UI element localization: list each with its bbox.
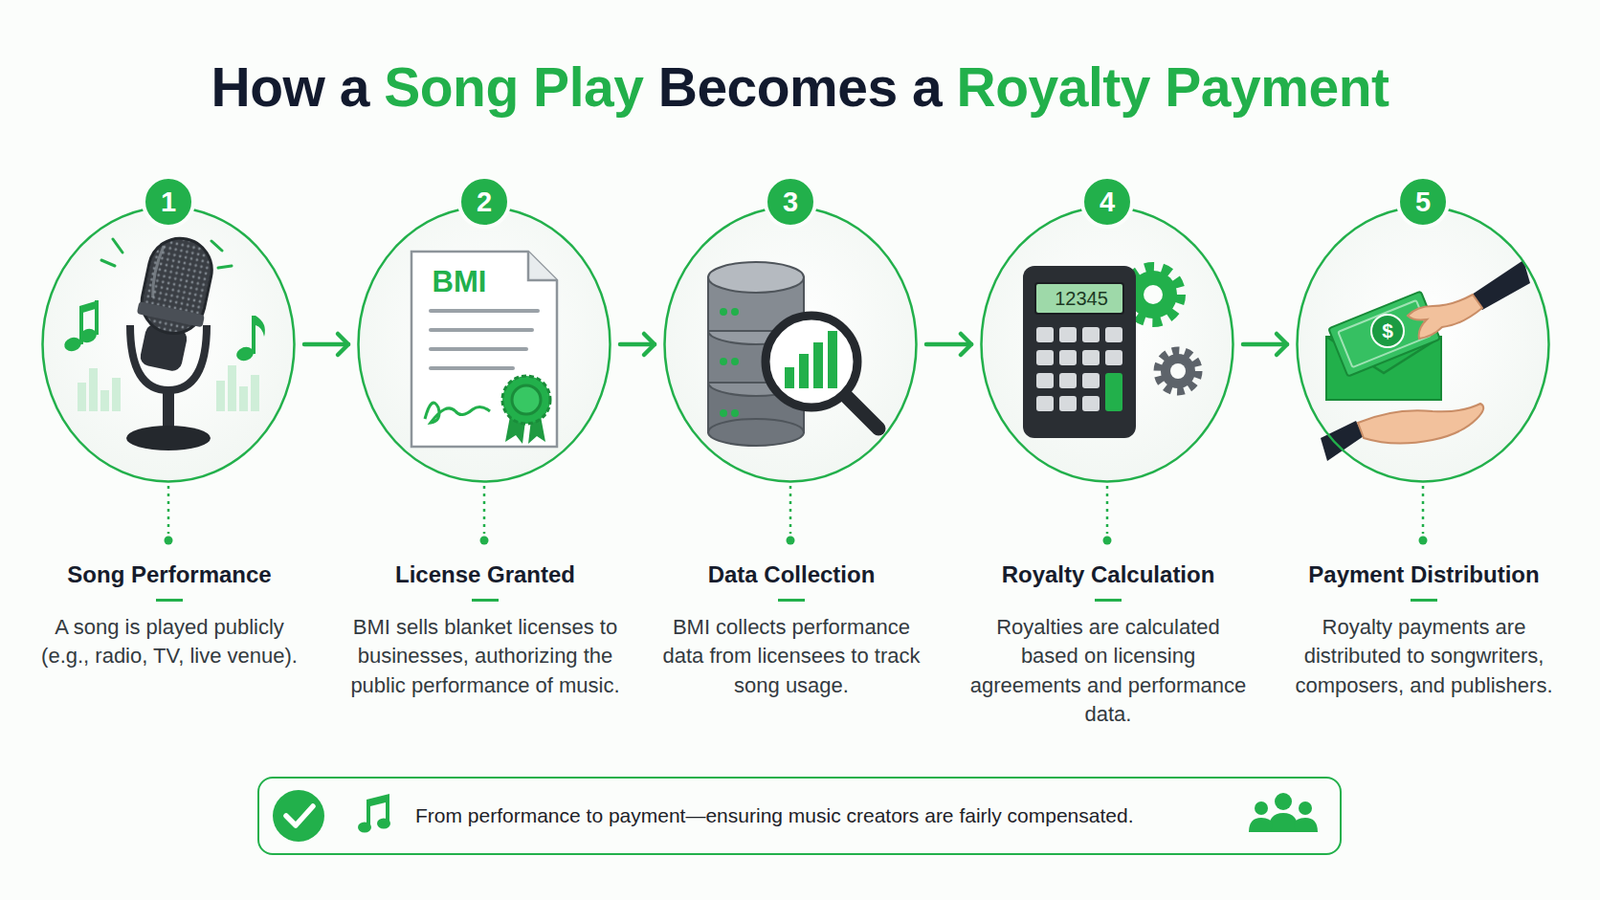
title-word: How (211, 56, 326, 118)
process-step: 4Royalty CalculationRoyalties are calcul… (979, 205, 1235, 484)
step-heading: Song Performance (6, 561, 333, 589)
step-description: Royalties are calculated based on licens… (968, 613, 1248, 730)
step-number: 3 (763, 175, 818, 229)
step-text: Data CollectionBMI collects performance … (628, 561, 955, 701)
arrow-head (1276, 333, 1288, 356)
flow-arrow (620, 333, 655, 356)
step-text: Song Performance A song is played publicl… (6, 561, 333, 672)
title-word: a (339, 56, 370, 118)
leader-lines (164, 486, 1428, 546)
step-number: 5 (1396, 175, 1450, 229)
calculator-icon (1022, 266, 1198, 439)
step-heading: Data Collection (628, 561, 955, 589)
step-heading: Royalty Calculation (945, 561, 1271, 589)
step-circle (979, 205, 1235, 484)
step-circle (663, 205, 918, 484)
step-heading: License Granted (322, 561, 648, 589)
arrow-head (960, 333, 972, 356)
microphone-icon (62, 232, 266, 451)
step-description: BMI sells blanket licenses to businesses… (345, 613, 625, 701)
step-text: License GrantedBMI sells blanket license… (322, 561, 648, 701)
step-circle (1295, 205, 1551, 484)
step-outline (358, 207, 611, 483)
arrow-head (644, 333, 655, 356)
flow-arrow (926, 333, 972, 356)
title-word: Play (533, 56, 644, 118)
step-text: Royalty CalculationRoyalties are calcula… (945, 561, 1271, 730)
banner-text: From performance to payment—ensuring mus… (259, 804, 1134, 828)
arrow-line (304, 342, 349, 348)
arrow-line (1243, 342, 1288, 348)
license-document-icon (411, 251, 557, 447)
process-step: 5Payment DistributionRoyalty payments ar… (1295, 205, 1551, 484)
flow-arrow (304, 333, 349, 356)
step-outline (665, 207, 917, 483)
step-description: A song is played publicly (e.g., radio, … (29, 613, 310, 672)
step-outline (1297, 207, 1550, 483)
flow-arrow (1243, 333, 1288, 356)
currency-symbol: $ (1381, 319, 1394, 343)
process-step: 1Song PerformanceA song is played public… (41, 205, 296, 484)
title-word: Becomes (658, 56, 898, 118)
diagram-title: How a Song Play Becomes a Royalty Paymen… (0, 55, 1600, 119)
step-outline (981, 207, 1234, 483)
database-icon (708, 262, 879, 446)
step-description: Royalty payments are distributed to song… (1284, 613, 1564, 701)
arrow-line (620, 342, 655, 348)
process-step: 3Data CollectionBMI collects performance… (663, 205, 918, 484)
calculator-display: 12345 (1054, 288, 1109, 311)
heading-underline (1094, 599, 1122, 602)
step-number: 2 (457, 175, 512, 229)
step-number: 4 (1080, 175, 1134, 229)
arrow-head (337, 333, 349, 356)
step-grounds (41, 205, 1551, 484)
summary-banner: From performance to payment—ensuring mus… (257, 777, 1342, 856)
step-circle (41, 205, 296, 484)
document-label: BMI (432, 265, 488, 300)
heading-underline (1410, 599, 1438, 602)
heading-underline (155, 599, 183, 602)
process-step: 2License GrantedBMI sells blanket licens… (356, 205, 612, 484)
step-heading: Payment Distribution (1261, 561, 1587, 589)
heading-underline (777, 599, 805, 602)
arrow-line (926, 342, 972, 348)
title-word: Song (383, 56, 518, 118)
heading-underline (471, 599, 499, 602)
step-text: Payment DistributionRoyalty payments are… (1261, 561, 1587, 701)
title-word: Royalty (956, 56, 1151, 118)
step-description: BMI collects performance data from licen… (651, 613, 932, 701)
title-word: Payment (1164, 56, 1389, 118)
payment-icon (1320, 260, 1531, 462)
step-circle (356, 205, 612, 484)
title-word: a (911, 56, 942, 118)
step-number: 1 (141, 175, 196, 229)
step-outline (43, 207, 295, 483)
